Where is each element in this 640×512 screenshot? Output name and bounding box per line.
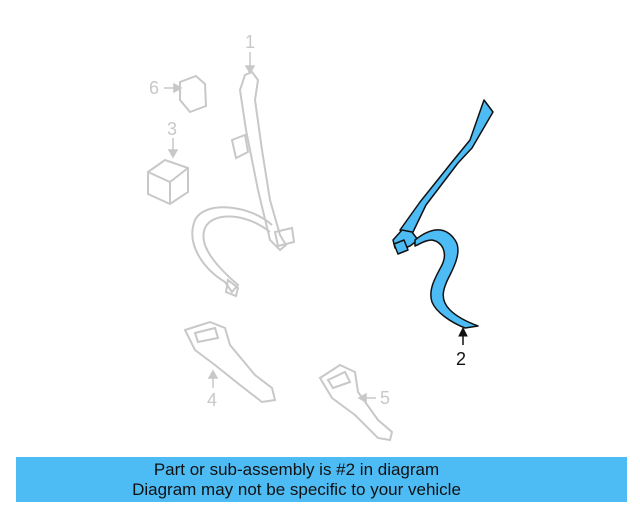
part-4-buckle [183, 320, 277, 404]
callout-label-4: 4 [207, 390, 217, 410]
banner-line-2: Diagram may not be specific to your vehi… [132, 480, 461, 499]
callout-arrow-2 [458, 326, 468, 345]
faded-parts [147, 70, 394, 442]
callout-label-5: 5 [380, 388, 390, 408]
callout-label-3: 3 [167, 119, 177, 139]
part-6-cover [179, 74, 208, 114]
callout-label-2: 2 [456, 349, 466, 369]
info-banner: Part or sub-assembly is #2 in diagram Di… [16, 457, 627, 502]
faded-callout-arrows [164, 52, 376, 404]
banner-line-1: Part or sub-assembly is #2 in diagram [153, 460, 440, 479]
part-1-upper-belt [191, 70, 296, 298]
part-5-buckle [318, 363, 394, 442]
highlighted-part-2 [392, 99, 494, 329]
callout-label-1: 1 [245, 32, 255, 52]
callout-label-6: 6 [149, 78, 159, 98]
part-3-retractor [147, 158, 189, 206]
